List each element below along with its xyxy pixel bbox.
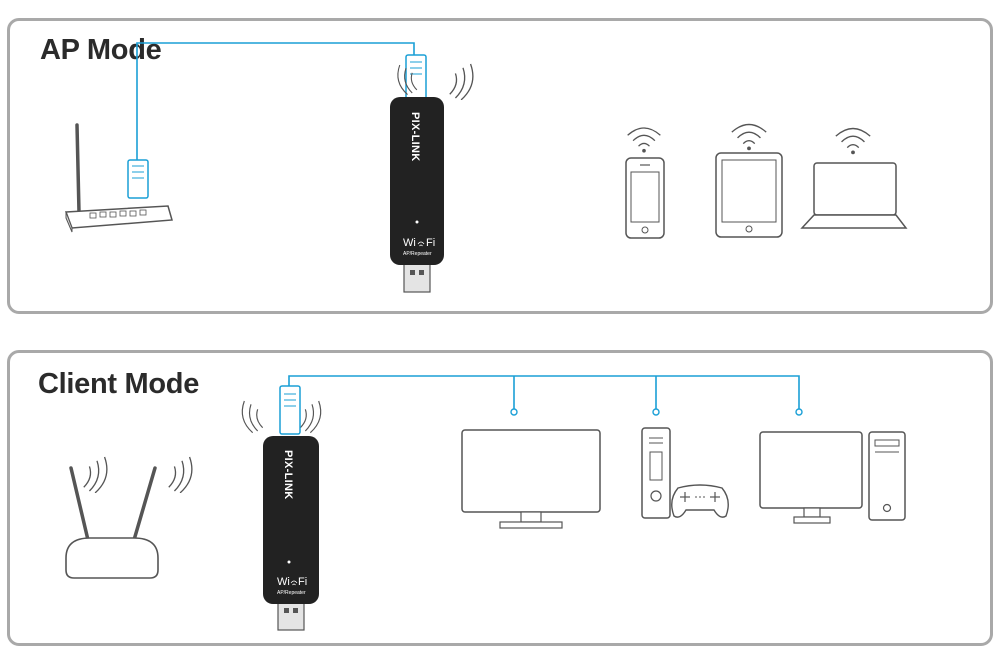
- ap-mode-title: AP Mode: [40, 34, 162, 66]
- wifi-waves-icon: [241, 400, 264, 434]
- ethernet-cable: [136, 42, 415, 163]
- tablet-icon: [715, 152, 783, 238]
- wifi-waves-icon: [168, 456, 193, 493]
- gamepad-icon: [671, 484, 729, 518]
- ethernet-cable: [288, 375, 800, 412]
- dual-antenna-router-icon: [65, 466, 159, 579]
- dongle-wifi-label-end: Fi: [426, 237, 435, 249]
- dongle-sub-label: AP/Repeater: [277, 590, 306, 596]
- client-mode-title: Client Mode: [38, 368, 200, 400]
- usb-dongle-icon: PIX-LINK Wi Fi AP/Repeater: [390, 97, 444, 293]
- dongle-wifi-label: Wi: [277, 576, 290, 588]
- dongle-wifi-label-end: Fi: [298, 576, 307, 588]
- dongle-wifi-label: Wi: [403, 237, 416, 249]
- laptop-icon: [800, 162, 908, 229]
- dongle-sub-label: AP/Repeater: [403, 251, 432, 257]
- monitor-icon: [759, 431, 863, 524]
- dongle-brand-label: PIX-LINK: [282, 450, 294, 499]
- router-icon: [64, 123, 173, 233]
- wifi-waves-icon: [83, 456, 108, 493]
- wifi-waves-icon: [299, 400, 322, 434]
- ethernet-plug-icon: [279, 385, 301, 435]
- game-console-icon: [641, 427, 671, 519]
- wifi-waves-icon: [449, 63, 474, 100]
- ethernet-plug-icon: [127, 159, 149, 199]
- usb-dongle-icon: PIX-LINK Wi Fi AP/Repeater: [263, 436, 319, 631]
- wifi-waves-icon: [731, 123, 767, 151]
- monitor-icon: [461, 429, 601, 529]
- ethernet-plug-icon: [405, 54, 427, 101]
- dongle-brand-label: PIX-LINK: [409, 112, 421, 161]
- wifi-waves-icon: [626, 127, 662, 154]
- smartphone-icon: [625, 157, 665, 239]
- desktop-pc-icon: [868, 431, 906, 521]
- wifi-waves-icon: [835, 127, 871, 155]
